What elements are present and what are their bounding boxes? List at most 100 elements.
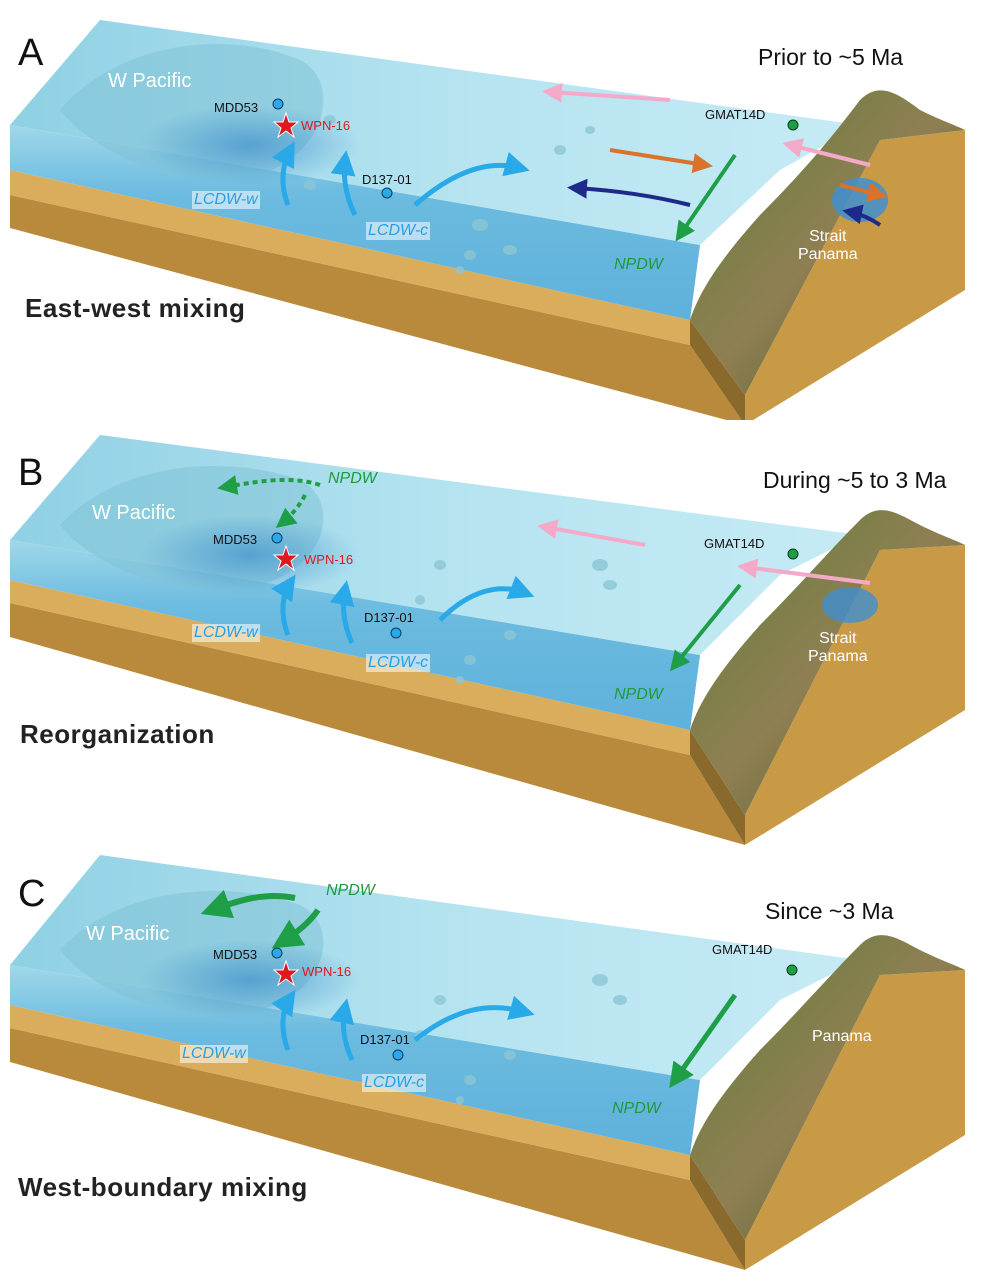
navy-flow-arrow-2 — [842, 204, 882, 227]
npdw-label: NPDW — [614, 256, 663, 273]
ocean-front-face — [10, 965, 700, 1155]
continent-block — [745, 545, 965, 845]
region-label: W Pacific — [108, 70, 192, 92]
trench-deep — [140, 105, 360, 185]
panel-caption: Reorganization — [20, 719, 215, 749]
central-america-landmass — [690, 935, 965, 1240]
lcdw-c-label: LCDW-c — [366, 222, 431, 240]
lcdw-c-arrow — [329, 998, 355, 1062]
station-mdd53-marker — [271, 947, 283, 959]
orange-flow-arrow-2 — [839, 182, 888, 202]
npdw-label: NPDW — [614, 686, 663, 703]
panel-letter: C — [18, 873, 46, 915]
station-d137-marker — [392, 1049, 404, 1061]
central-america-landmass — [690, 90, 965, 396]
npdw-top-label: NPDW — [328, 470, 377, 487]
station-d137-label: D137-01 — [364, 610, 414, 625]
continent-block — [745, 970, 965, 1270]
lcdw-w-label: LCDW-w — [192, 191, 260, 209]
strait-panama-label: Strait Panama — [798, 228, 858, 264]
lcdw-eastward-arrow — [438, 575, 535, 622]
pink-flow-arrow — [537, 519, 646, 547]
panel-c: C Since ~3 Ma W Pacific NPDW MDD53 WPN-1… — [0, 850, 991, 1270]
npdw-down-arrow — [271, 908, 321, 949]
panel-b: B During ~5 to 3 Ma W Pacific NPDW MDD53… — [0, 425, 991, 845]
npdw-top-label: NPDW — [326, 882, 375, 899]
central-america-landmass — [690, 510, 965, 815]
panel-caption: West-boundary mixing — [18, 1172, 308, 1202]
station-gmat-marker — [787, 119, 799, 131]
station-mdd53-marker — [272, 98, 284, 110]
site-wpn16-star — [272, 111, 300, 139]
station-d137-marker — [381, 187, 393, 199]
npdw-down-arrow — [275, 494, 307, 528]
block-diagram-b — [10, 435, 965, 845]
trench-deep — [140, 515, 360, 595]
trench-deep — [140, 940, 360, 1020]
seamounts — [415, 559, 617, 684]
station-gmat-label: GMAT14D — [705, 107, 766, 122]
lcdw-w-label: LCDW-w — [180, 1045, 248, 1063]
period-label: During ~5 to 3 Ma — [763, 467, 947, 493]
lcdw-eastward-arrow — [413, 152, 530, 207]
strait-label: Strait — [809, 228, 847, 245]
site-wpn16-label: WPN-16 — [302, 964, 352, 979]
lcdw-c-label: LCDW-c — [366, 654, 431, 672]
strait-opening — [822, 587, 878, 623]
npdw-arrow — [675, 153, 737, 242]
site-wpn16-star — [272, 959, 300, 987]
continent-side — [690, 730, 745, 845]
sediment-top-layer — [10, 170, 690, 345]
npdw-top-arrow — [217, 475, 321, 495]
sediment-base-layer — [10, 603, 745, 845]
station-mdd53-marker — [271, 532, 283, 544]
pink-flow-arrow — [542, 82, 671, 103]
station-mdd53-label: MDD53 — [213, 947, 258, 962]
panama-label: Panama — [808, 648, 868, 665]
site-wpn16-star — [272, 544, 300, 572]
lcdw-w-arrow — [271, 989, 296, 1051]
station-gmat-label: GMAT14D — [704, 536, 765, 551]
station-d137-label: D137-01 — [360, 1032, 410, 1047]
lcdw-w-arrow — [271, 141, 295, 206]
lcdw-c-arrow — [330, 150, 358, 217]
npdw-arrow — [669, 583, 742, 672]
station-gmat-marker — [787, 548, 799, 560]
continent-side — [690, 1155, 745, 1270]
strait-label: Strait — [819, 630, 857, 647]
sediment-top-layer — [10, 580, 690, 755]
station-d137-marker — [390, 627, 402, 639]
lcdw-c-label: LCDW-c — [362, 1074, 427, 1092]
site-wpn16-label: WPN-16 — [301, 118, 351, 133]
panel-a: A Prior to ~5 Ma W Pacific MDD53 WPN-16 … — [0, 0, 991, 420]
panel-caption: East-west mixing — [25, 293, 246, 323]
period-label: Since ~3 Ma — [765, 898, 894, 924]
pink-flow-arrow-2 — [782, 138, 871, 167]
lcdw-eastward-arrow — [413, 995, 535, 1042]
station-gmat-label: GMAT14D — [712, 942, 773, 957]
sediment-base-layer — [10, 1028, 745, 1270]
region-label: W Pacific — [92, 502, 176, 524]
panama-label: Panama — [798, 246, 858, 263]
npdw-arrow — [669, 993, 738, 1089]
panama-label: Panama — [812, 1028, 872, 1046]
continent-side — [690, 320, 745, 420]
sediment-base-layer — [10, 195, 742, 420]
strait-panama-label: Strait Panama — [808, 630, 868, 666]
period-label: Prior to ~5 Ma — [758, 44, 904, 70]
region-label: W Pacific — [86, 923, 170, 945]
pink-flow-arrow-2 — [737, 558, 871, 585]
lcdw-c-arrow — [329, 580, 355, 645]
station-d137-label: D137-01 — [362, 172, 412, 187]
panama-label-text: Panama — [812, 1028, 872, 1045]
npdw-top-arrow — [200, 889, 296, 919]
ocean-front-face — [10, 540, 700, 730]
panel-letter: B — [18, 452, 44, 494]
block-diagram-a — [10, 20, 965, 420]
station-mdd53-label: MDD53 — [213, 532, 258, 547]
station-mdd53-label: MDD53 — [214, 100, 259, 115]
npdw-label: NPDW — [612, 1100, 661, 1117]
orange-flow-arrow — [609, 148, 713, 174]
navy-flow-arrow — [567, 178, 691, 207]
continent-block — [745, 130, 965, 420]
